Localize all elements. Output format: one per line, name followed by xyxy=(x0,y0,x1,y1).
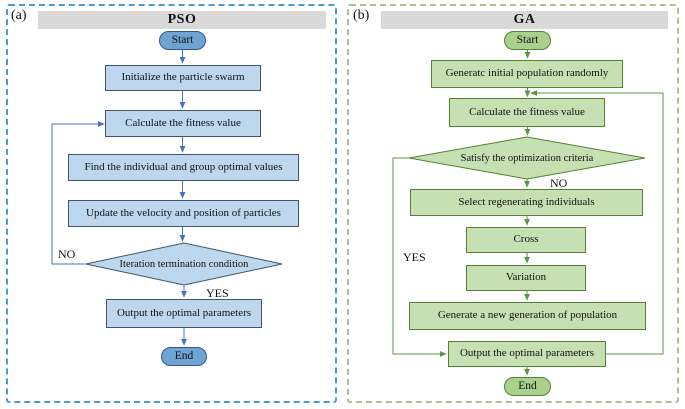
ga-step-generate-initial-population: Generatc initial population randomly xyxy=(431,60,623,88)
pso-step-output-parameters: Output the optimal parameters xyxy=(106,299,262,328)
pso-step-update-velocity-position: Update the velocity and position of part… xyxy=(68,200,299,227)
pso-step-initialize-swarm: Initialize the particle swarm xyxy=(105,65,261,91)
pso-yes-label: YES xyxy=(206,286,229,300)
pso-no-label: NO xyxy=(58,247,76,261)
pso-start-node: Start xyxy=(159,31,206,50)
ga-header-title: GA xyxy=(381,11,668,29)
pso-end-node: End xyxy=(161,347,207,366)
pso-header-title: PSO xyxy=(38,11,326,29)
pso-decision-label: Iteration termination condition xyxy=(119,258,249,270)
ga-end-node: End xyxy=(504,377,551,396)
ga-yes-label: YES xyxy=(403,250,426,264)
ga-decision-label: Satisfy the optimization criteria xyxy=(460,152,594,164)
pso-step-find-optimal-values: Find the individual and group optimal va… xyxy=(68,154,299,181)
ga-start-node: Start xyxy=(504,31,551,50)
ga-step-cross: Cross xyxy=(466,227,586,253)
ga-step-output-parameters: Output the optimal parameters xyxy=(448,341,606,367)
panel-label-a: (a) xyxy=(11,8,27,23)
ga-step-new-generation: Generate a new generation of population xyxy=(409,302,646,330)
ga-no-label: NO xyxy=(550,176,568,190)
ga-step-select-individuals: Select regenerating individuals xyxy=(410,189,643,216)
pso-step-calculate-fitness: Calculate the fitness value xyxy=(105,110,261,137)
ga-step-variation: Variation xyxy=(466,265,586,291)
panel-label-b: (b) xyxy=(353,8,370,23)
ga-step-calculate-fitness: Calculate the fitness value xyxy=(449,98,605,127)
ga-panel-frame xyxy=(347,4,679,403)
pso-panel-frame xyxy=(6,4,337,403)
